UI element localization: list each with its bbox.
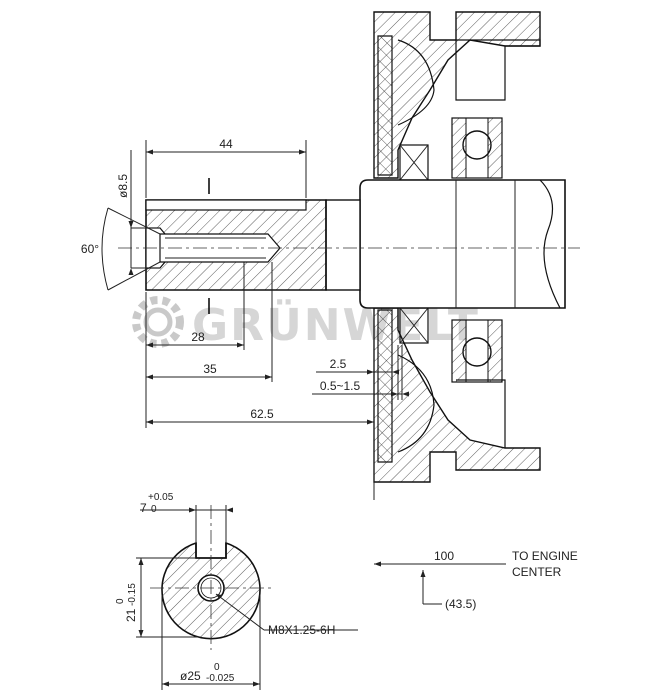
dim-key-width: 7 +0.05 0 [140, 492, 233, 543]
dim-key-height: 21 0 -0.15 [115, 557, 200, 638]
dim-dia-8-5-label: ø8.5 [116, 174, 130, 198]
dim-60-deg: 60° [81, 207, 161, 291]
gear-logo-icon [132, 296, 184, 348]
dim-dia-8-5: ø8.5 [116, 150, 160, 275]
crankcase-top-section [373, 11, 541, 179]
dim-60-label: 60° [81, 242, 99, 256]
dim-62-5: 62.5 [145, 310, 375, 500]
key-width-tol-lower: 0 [151, 504, 157, 515]
dim-43-5-label: (43.5) [445, 597, 476, 611]
dim-35-label: 35 [203, 362, 217, 376]
key-height-label: 21 [124, 608, 138, 622]
thread-label: M8X1.25-6H [268, 623, 335, 637]
dim-100-label: 100 [434, 549, 454, 563]
dim-0-5-1-5: 0.5~1.5 [312, 345, 409, 400]
shaft-dia-tol-lower: -0.025 [206, 673, 235, 684]
shaft-dia-label: ø25 [180, 669, 201, 683]
key-height-tol-lower: -0.15 [127, 583, 138, 606]
dim-44: 44 [145, 137, 307, 198]
dim-0-5-1-5-label: 0.5~1.5 [320, 379, 361, 393]
dim-100: 100 TO ENGINE CENTER [374, 549, 578, 579]
key-width-tol-upper: +0.05 [148, 492, 174, 503]
crankcase-bottom-section [373, 307, 541, 483]
to-engine-center-line1: TO ENGINE [512, 549, 578, 563]
dim-43-5: (43.5) [420, 570, 476, 611]
key-height-tol-upper: 0 [115, 598, 126, 604]
dim-62-5-label: 62.5 [250, 407, 274, 421]
dim-2-5: 2.5 [316, 330, 399, 378]
dim-44-label: 44 [219, 137, 233, 151]
output-shaft [145, 178, 566, 314]
dim-28-label: 28 [191, 330, 205, 344]
dim-2-5-label: 2.5 [330, 357, 347, 371]
dim-shaft-dia: ø25 0 -0.025 [161, 595, 261, 690]
shaft-dia-tol-upper: 0 [214, 662, 220, 673]
bearing-bottom [451, 319, 503, 383]
shaft-section-view [150, 505, 272, 650]
dim-thread: M8X1.25-6H [215, 593, 358, 637]
bearing-top [451, 117, 503, 179]
oil-seal-top [399, 144, 429, 181]
key-width-label: 7 [140, 501, 147, 515]
dim-28: 28 [145, 262, 245, 350]
to-engine-center-line2: CENTER [512, 565, 562, 579]
dim-35: 35 [145, 262, 273, 382]
